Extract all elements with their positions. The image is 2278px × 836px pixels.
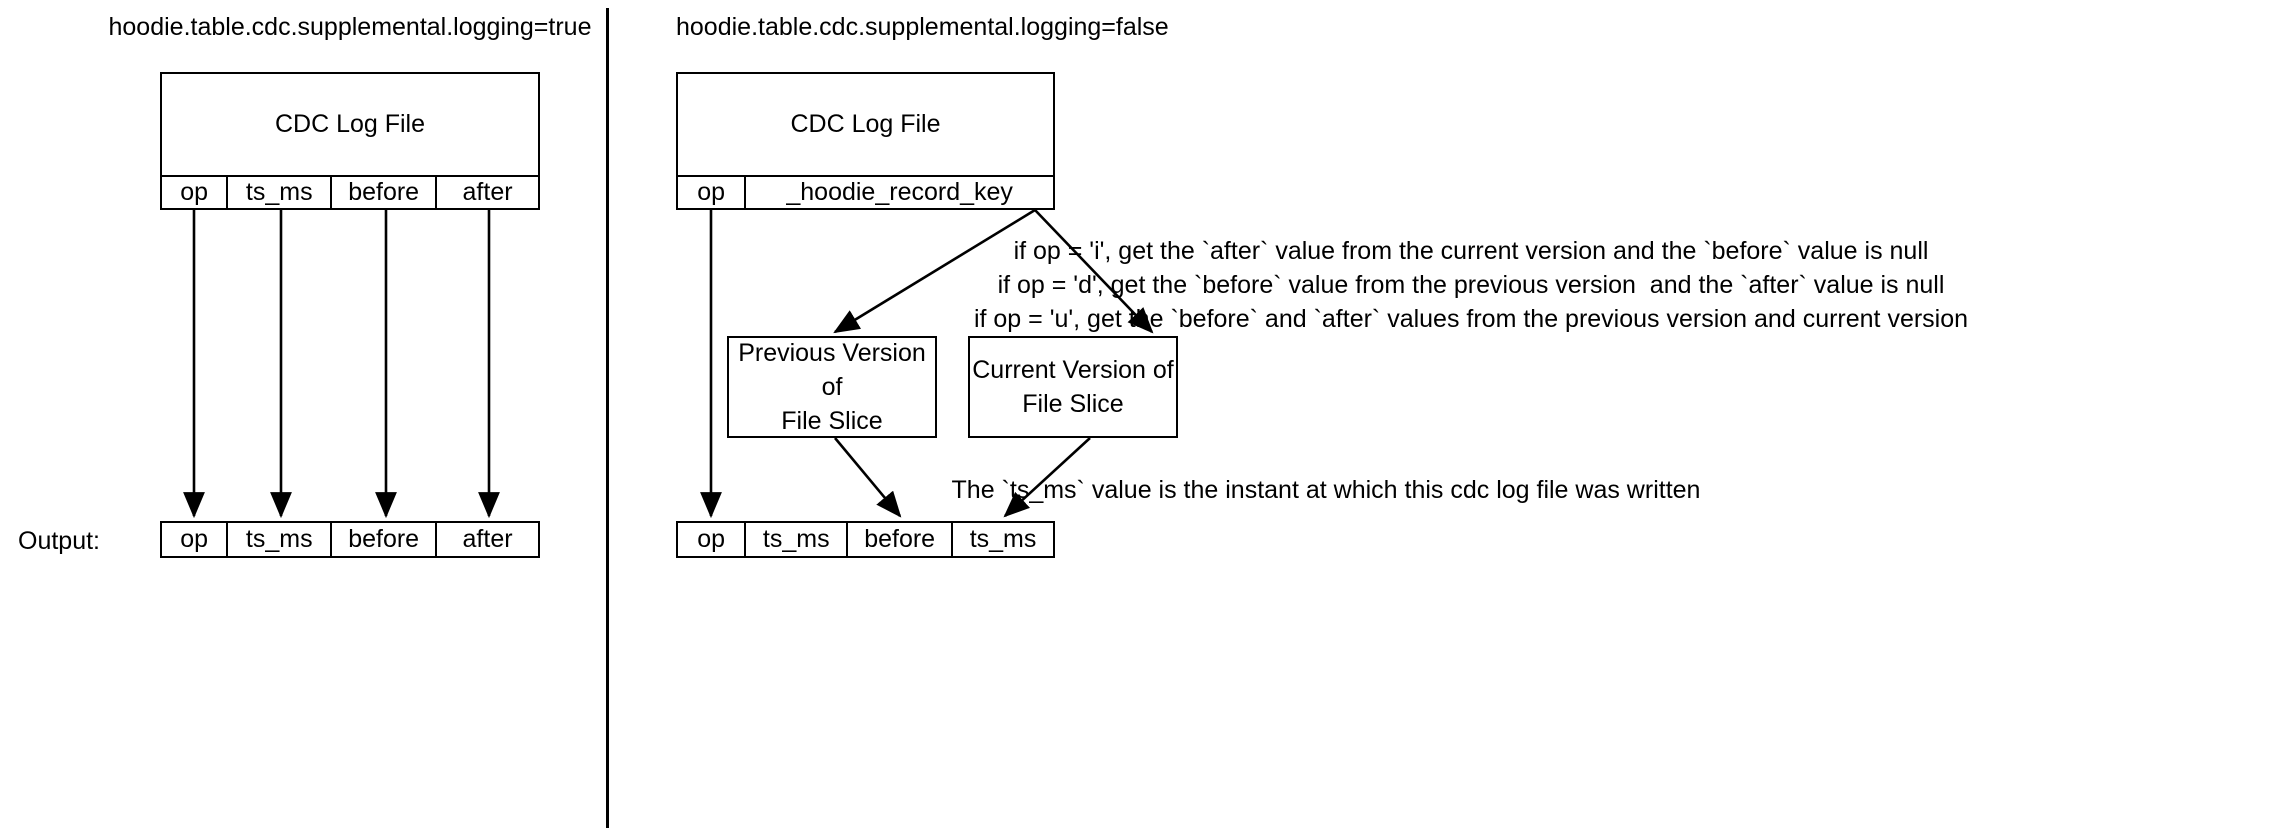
left-schema-cell-op: op (162, 177, 229, 208)
right-output-cell-before: before (848, 523, 954, 556)
left-output-cell-op: op (162, 523, 229, 556)
left-column-arrows (183, 210, 500, 519)
left-schema-row: op ts_ms before after (160, 175, 540, 210)
right-output-cell-ts-ms-2: ts_ms (969, 525, 1037, 553)
right-schema-row: op _hoodie_record_key (676, 175, 1055, 210)
previous-version-file-slice-box: Previous Version of File Slice (727, 336, 937, 438)
left-cdc-log-file-label: CDC Log File (274, 110, 426, 138)
left-schema-cell-ts-ms: ts_ms (228, 177, 333, 208)
panel-divider (606, 8, 609, 828)
left-panel-title: hoodie.table.cdc.supplemental.logging=tr… (108, 13, 592, 41)
right-cdc-log-file-box: CDC Log File (676, 72, 1055, 177)
previous-version-file-slice-label: Previous Version of File Slice (738, 339, 926, 435)
right-cdc-log-file-label: CDC Log File (790, 110, 941, 138)
left-output-cell-before: before (332, 523, 438, 556)
right-schema-cell-hoodie-record-key: _hoodie_record_key (786, 178, 1013, 206)
left-cdc-log-file-box: CDC Log File (160, 72, 540, 177)
left-output-cell-ts-ms: ts_ms (228, 523, 333, 556)
right-schema-cell-op: op (678, 177, 747, 208)
rule-line-insert: if op = 'i', get the `after` value from … (1013, 237, 1929, 265)
right-output-cell-ts-ms: ts_ms (746, 523, 849, 556)
left-schema-cell-after: after (462, 178, 513, 206)
right-panel-title: hoodie.table.cdc.supplemental.logging=fa… (676, 13, 1169, 41)
output-label: Output: (18, 527, 100, 555)
rule-line-delete: if op = 'd', get the `before` value from… (997, 271, 1945, 299)
right-output-row: op ts_ms before ts_ms (676, 521, 1055, 558)
rule-line-update: if op = 'u', get the `before` and `after… (973, 305, 1969, 333)
left-output-cell-after: after (462, 525, 513, 553)
ts-ms-note: The `ts_ms` value is the instant at whic… (951, 476, 1701, 504)
right-output-cell-op: op (678, 523, 747, 556)
left-output-row: op ts_ms before after (160, 521, 540, 558)
current-version-file-slice-box: Current Version of File Slice (968, 336, 1178, 438)
current-version-file-slice-label: Current Version of File Slice (972, 356, 1174, 418)
left-schema-cell-before: before (332, 177, 438, 208)
